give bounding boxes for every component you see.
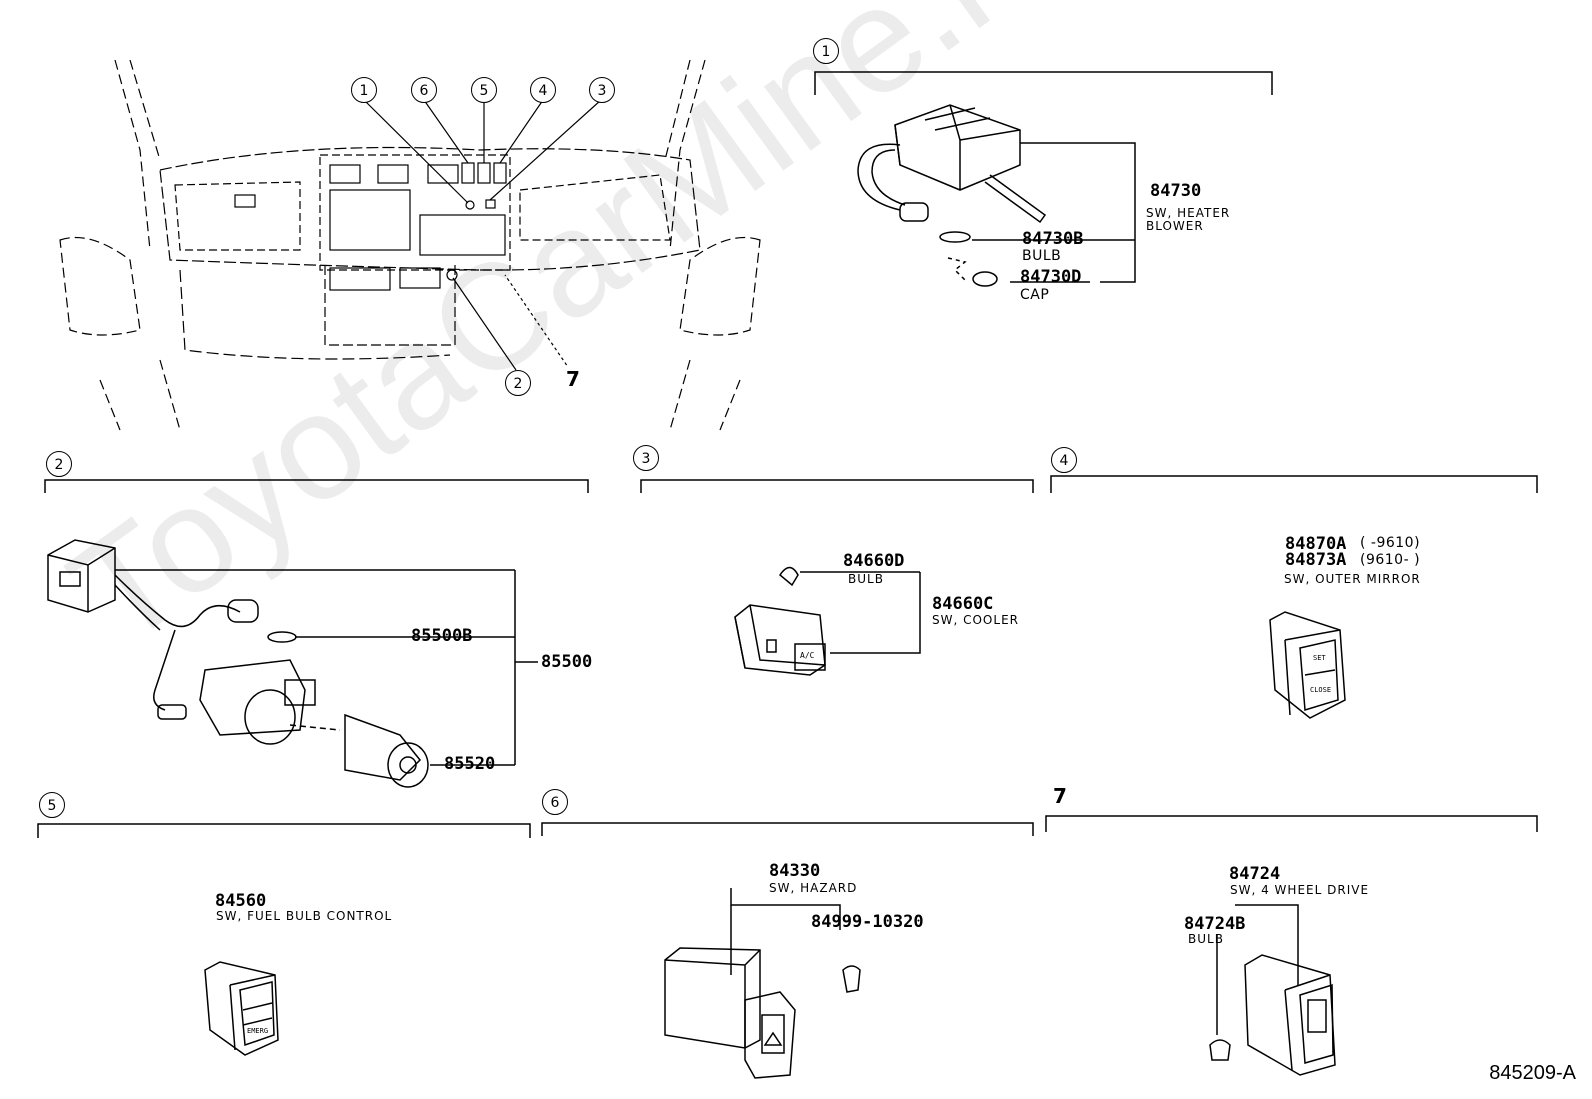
desc-outer-mirror: SW, OUTER MIRROR: [1284, 572, 1421, 586]
part-84730B[interactable]: 84730B: [1022, 229, 1084, 249]
dashboard-overview: [59, 59, 761, 431]
section-6-badge[interactable]: 6: [542, 789, 568, 815]
cigarette-lighter-drawing: [47, 539, 538, 788]
desc-84730B: BULB: [1022, 248, 1062, 264]
cooler-switch-drawing: [734, 566, 921, 676]
section-3-badge[interactable]: 3: [633, 445, 659, 471]
callout-1[interactable]: 1: [351, 77, 377, 103]
diagram-code: 845209-A: [1489, 1062, 1576, 1084]
desc-84330: SW, HAZARD: [769, 881, 858, 895]
part-85500B[interactable]: 85500B: [411, 626, 473, 646]
section-2-badge[interactable]: 2: [46, 451, 72, 477]
part-84999-10320[interactable]: 84999-10320: [811, 912, 924, 932]
part-84724B[interactable]: 84724B: [1184, 914, 1246, 934]
desc-84724: SW, 4 WHEEL DRIVE: [1230, 883, 1370, 897]
part-84660D[interactable]: 84660D: [843, 551, 905, 571]
range-84873A: (9610- ): [1360, 552, 1421, 568]
range-84870A: ( -9610): [1360, 535, 1421, 551]
callout-5[interactable]: 5: [471, 77, 497, 103]
section-7-badge[interactable]: 7: [1045, 783, 1075, 809]
heater-blower-switch-drawing: [857, 104, 1136, 287]
section-5-badge[interactable]: 5: [39, 792, 65, 818]
part-84870A[interactable]: 84870A: [1285, 534, 1347, 554]
part-84660C[interactable]: 84660C: [932, 594, 994, 614]
part-84873A[interactable]: 84873A: [1285, 550, 1347, 570]
section-1-badge[interactable]: 1: [813, 38, 839, 64]
cooler-face-text: A/C: [800, 651, 815, 660]
part-85500[interactable]: 85500: [541, 652, 593, 672]
desc-84660C: SW, COOLER: [932, 613, 1019, 627]
desc-84730-line2: BLOWER: [1146, 219, 1204, 233]
part-84724[interactable]: 84724: [1229, 864, 1281, 884]
outer-mirror-switch-drawing: [1269, 611, 1346, 719]
section-frames: [37, 71, 1538, 838]
part-84330[interactable]: 84330: [769, 861, 821, 881]
mirror-set-text: SET: [1313, 654, 1326, 662]
part-84730[interactable]: 84730: [1150, 181, 1202, 201]
section-4-badge[interactable]: 4: [1051, 447, 1077, 473]
part-85520[interactable]: 85520: [444, 754, 496, 774]
callout-2[interactable]: 2: [505, 370, 531, 396]
part-84560[interactable]: 84560: [215, 891, 267, 911]
desc-84724B: BULB: [1188, 932, 1224, 946]
part-84730D[interactable]: 84730D: [1020, 267, 1082, 287]
callout-4[interactable]: 4: [530, 77, 556, 103]
fuel-bulb-switch-drawing: [204, 961, 279, 1056]
callout-3[interactable]: 3: [589, 77, 615, 103]
fuel-emerg-text: EMERG: [247, 1027, 269, 1035]
callout-6[interactable]: 6: [411, 77, 437, 103]
desc-84660D: BULB: [848, 572, 884, 586]
mirror-close-text: CLOSE: [1310, 686, 1332, 694]
4wd-switch-drawing: [1209, 904, 1336, 1076]
desc-84730D: CAP: [1020, 287, 1050, 303]
desc-84560: SW, FUEL BULB CONTROL: [216, 909, 393, 923]
hazard-switch-drawing: [664, 888, 861, 1079]
callout-7[interactable]: 7: [558, 366, 588, 392]
desc-84730: SW, HEATER: [1146, 206, 1231, 220]
